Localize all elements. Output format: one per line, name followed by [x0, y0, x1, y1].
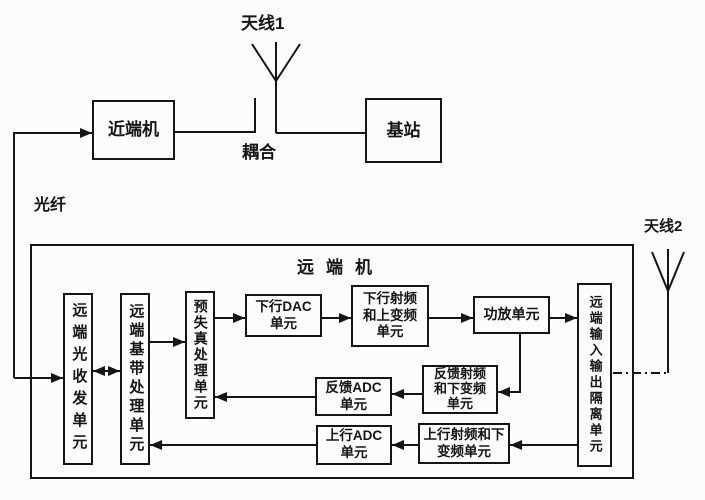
- power-amp-unit-box: 功放单元: [473, 296, 550, 334]
- remote-unit-title: 远端机: [297, 258, 384, 277]
- feedback-rf-downconvert-unit-box: 反馈射频 和下变频 单元: [422, 365, 498, 414]
- baseband-unit-box: 远端基带处理单元: [120, 293, 150, 465]
- antenna2-label: 天线2: [644, 218, 683, 235]
- downlink-dac-unit-box: 下行DAC 单元: [245, 294, 322, 337]
- downlink-rf-upconvert-unit-box: 下行射频 和上变频 单元: [351, 285, 429, 347]
- io-isolation-unit-box: 远端输入输出隔离单元: [577, 283, 612, 467]
- antenna1-left-arm: [251, 43, 277, 82]
- antenna2-left-arm: [651, 251, 669, 292]
- feedback-adc-unit-box: 反馈ADC 单元: [315, 377, 392, 416]
- optical-transceiver-unit-box: 远端光收发单元: [63, 293, 93, 465]
- coupling-label: 耦合: [242, 143, 276, 162]
- fiber-label: 光纤: [34, 197, 67, 214]
- antenna1-label: 天线1: [241, 14, 285, 33]
- antenna2-right-arm: [667, 251, 685, 292]
- antenna1-right-arm: [275, 43, 301, 82]
- base-station-box: 基站: [365, 98, 442, 163]
- coupler-stub-line: [175, 98, 256, 133]
- predistortion-unit-box: 预失真处理单元: [185, 291, 215, 419]
- uplink-rf-downconvert-unit-box: 上行射频和下 变频单元: [418, 423, 510, 464]
- near-end-unit-box: 近端机: [92, 100, 175, 160]
- uplink-adc-unit-box: 上行ADC 单元: [316, 425, 392, 465]
